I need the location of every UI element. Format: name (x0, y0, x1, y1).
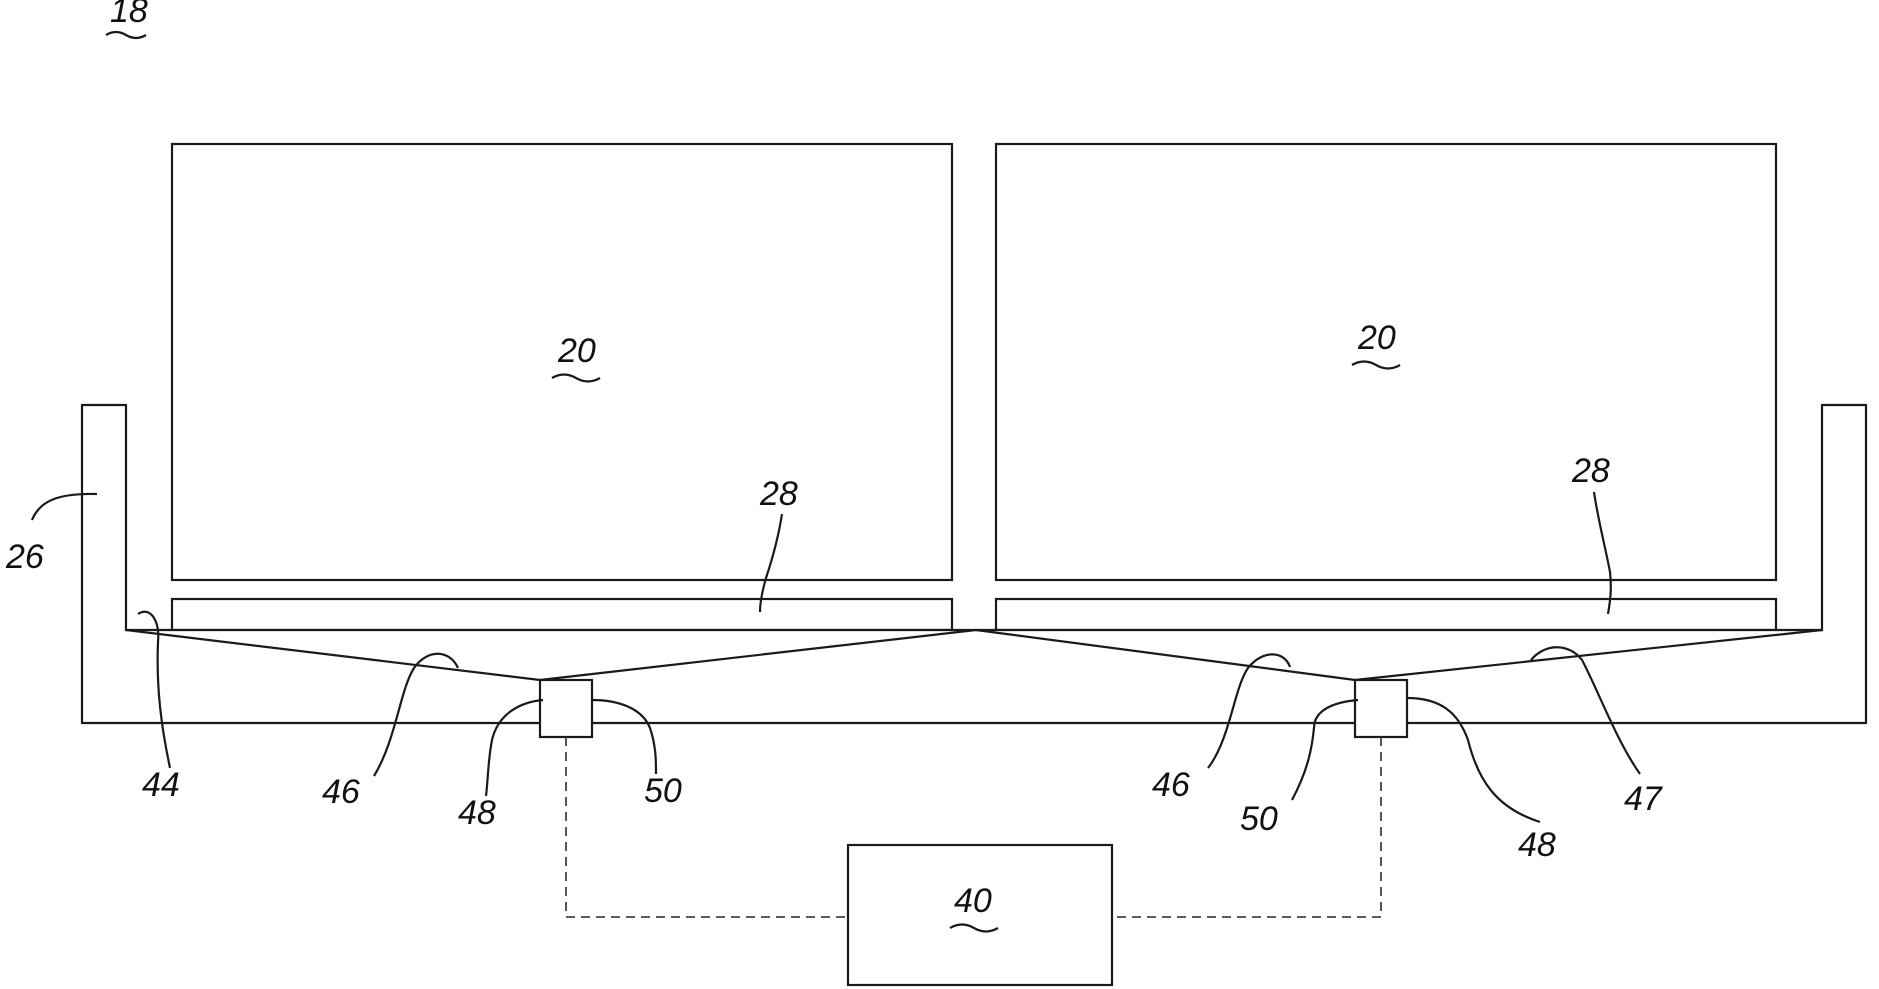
sensor-left (540, 680, 592, 737)
label-18: 18 (110, 0, 148, 30)
label-28-left: 28 (759, 475, 798, 513)
signal-line-left (566, 737, 848, 917)
label-46-left: 46 (322, 773, 360, 811)
label-48-right: 48 (1518, 826, 1556, 864)
label-46-right: 46 (1152, 766, 1190, 804)
label-28-right: 28 (1571, 452, 1610, 490)
label-20-right: 20 (1357, 319, 1396, 357)
label-50-right: 50 (1240, 800, 1278, 838)
label-48-left: 48 (458, 794, 496, 832)
label-20-left: 20 (557, 332, 596, 370)
label-47: 47 (1624, 780, 1663, 818)
underline-18 (106, 32, 146, 38)
label-26: 26 (5, 538, 44, 576)
plate-left (172, 599, 952, 630)
label-40: 40 (954, 882, 992, 920)
plate-right (996, 599, 1776, 630)
label-44: 44 (142, 766, 180, 804)
label-50-left: 50 (644, 772, 682, 810)
sensor-right (1355, 680, 1407, 737)
battery-module-right (996, 144, 1776, 580)
